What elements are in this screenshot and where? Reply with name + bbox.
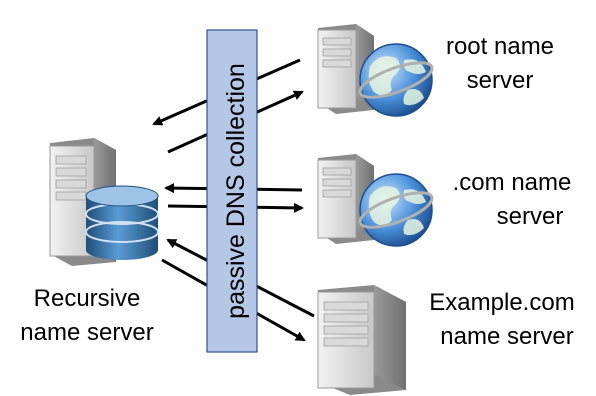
- example-server-label-1: Example.com: [429, 289, 574, 316]
- recursive-server: [49, 138, 116, 266]
- example-server: [317, 285, 406, 395]
- com-server-label-2: server: [497, 203, 564, 230]
- database-icon: [85, 185, 159, 260]
- root-server-label-1: root name: [446, 33, 554, 60]
- recursive-server-label-2: name server: [20, 319, 153, 346]
- com-server-label-1: .com name: [453, 169, 572, 196]
- passive-dns-collection-box: passive DNS collection: [206, 29, 258, 353]
- globe-icon: [358, 43, 434, 117]
- example-server-label-2: name server: [440, 323, 573, 350]
- root-server-label-2: server: [467, 67, 534, 94]
- recursive-server-label-1: Recursive: [34, 285, 141, 312]
- passive-dns-collection-label: passive DNS collection: [222, 63, 250, 319]
- globe-icon: [358, 173, 434, 247]
